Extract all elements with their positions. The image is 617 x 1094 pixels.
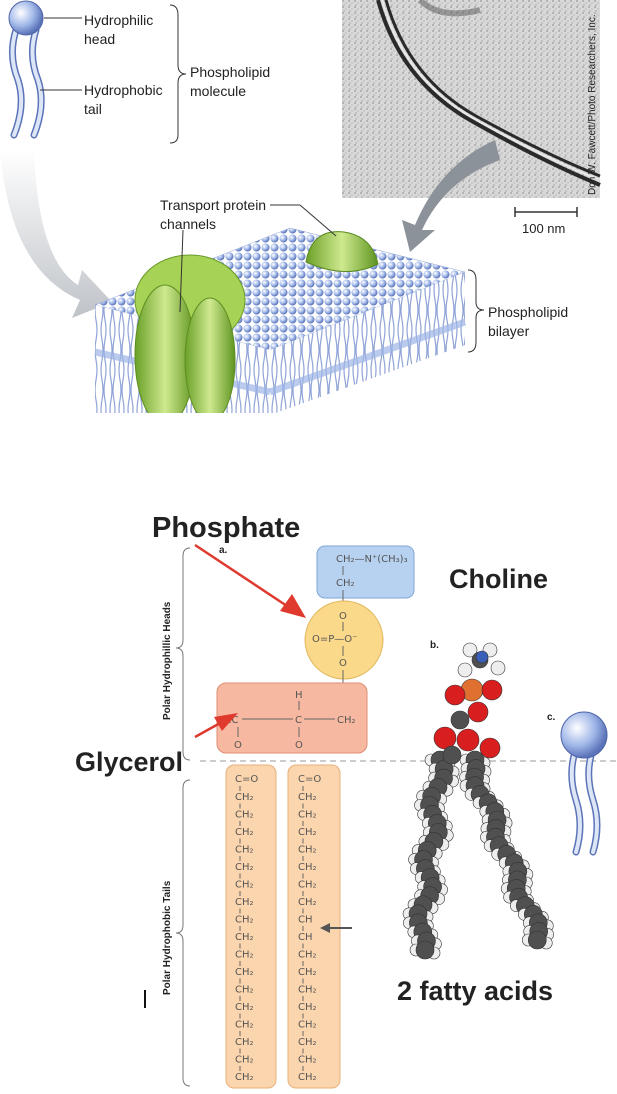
atom-sphere xyxy=(457,662,473,678)
atom-sphere xyxy=(527,930,547,950)
phospholipid-icon xyxy=(8,0,45,139)
methylene-unit: CH₂ xyxy=(235,950,254,961)
molecule-bracket xyxy=(169,4,187,144)
methylene-unit: CH₂ xyxy=(235,932,254,943)
atom-sphere xyxy=(475,650,489,664)
fatty-acids-label: 2 fatty acids xyxy=(397,976,553,1006)
atom-sphere xyxy=(450,710,470,730)
bilayer-bracket xyxy=(467,269,485,353)
membrane-bilayer-illustration xyxy=(94,227,467,426)
heads-bracket xyxy=(175,547,191,761)
methylene-unit: CH₂ xyxy=(298,845,317,856)
methylene-unit: CH₂ xyxy=(235,1020,254,1031)
methylene-unit: CH₂ xyxy=(298,810,317,821)
glycerol-h: H xyxy=(295,690,303,701)
atom-sphere xyxy=(456,728,480,752)
panel-c-label: c. xyxy=(547,712,556,723)
methylene-unit: CH₂ xyxy=(235,810,254,821)
ester-o-right: O xyxy=(295,740,303,751)
methylene-unit: CH₂ xyxy=(298,1037,317,1048)
methylene-unit: CH₂ xyxy=(298,897,317,908)
methylene-unit: CH₂ xyxy=(235,967,254,978)
methylene-unit: CH₂ xyxy=(235,915,254,926)
methylene-unit: CH₂ xyxy=(235,845,254,856)
methylene-unit: CH₂ xyxy=(298,792,317,803)
atom-sphere xyxy=(467,701,489,723)
glycerol-right: CH₂ xyxy=(337,715,356,726)
curved-arrow-right xyxy=(402,140,500,252)
methylene-unit: CH₂ xyxy=(298,827,317,838)
glycerol-label: Glycerol xyxy=(75,747,183,777)
phosphate-mid: O=P—O⁻ xyxy=(312,634,357,645)
atom-sphere xyxy=(490,660,506,676)
choline-formula-1: CH₂—N⁺(CH₃)₃ xyxy=(336,554,408,565)
methylene-unit: CH₂ xyxy=(235,1072,254,1083)
curved-arrow-left xyxy=(0,150,112,318)
carbonyl-group: C=O xyxy=(298,774,321,785)
space-filling-model xyxy=(402,642,555,960)
photo-credit: Don W. Fawcett/Photo Researchers, Inc. xyxy=(587,14,598,195)
phospholipid-c-icon xyxy=(560,711,608,856)
double-bond-carbon: CH xyxy=(298,932,313,943)
methylene-unit: CH₂ xyxy=(235,1037,254,1048)
fatty-acid-chain-right: C=O CH₂ CH₂ CH₂ CH₂ CH₂ CH₂ CH₂ CH CH CH₂ CH₂ CH₂ CH₂… xyxy=(298,774,321,1083)
methylene-unit: CH₂ xyxy=(235,985,254,996)
atom-sphere xyxy=(481,679,503,701)
phosphate-o-top: O xyxy=(339,611,347,622)
methylene-unit: CH₂ xyxy=(298,967,317,978)
ester-o-left: O xyxy=(234,740,242,751)
methylene-unit: CH₂ xyxy=(298,1055,317,1066)
panel-b-label: b. xyxy=(430,640,439,651)
channel-leader-dome xyxy=(299,204,337,237)
atom-sphere xyxy=(433,726,457,750)
methylene-unit: CH₂ xyxy=(298,985,317,996)
atom-sphere xyxy=(442,745,462,765)
choline-label: Choline xyxy=(449,564,548,594)
tail-box-left xyxy=(225,764,277,1089)
phosphate-circle xyxy=(304,600,384,680)
methylene-unit: CH₂ xyxy=(235,862,254,873)
atom-sphere xyxy=(444,684,466,706)
atom-sphere xyxy=(462,642,478,658)
polar-heads-label: Polar Hydrophillic Heads xyxy=(162,601,173,720)
methylene-unit: CH₂ xyxy=(298,1072,317,1083)
atom-sphere xyxy=(479,737,501,759)
methylene-unit: CH₂ xyxy=(298,1020,317,1031)
phosphate-label: Phosphate xyxy=(152,512,300,544)
fatty-acid-chain-left: C=O CH₂ CH₂ CH₂ CH₂ CH₂ CH₂ CH₂ CH₂ CH₂ CH₂ CH₂ CH₂ C… xyxy=(235,774,258,1083)
methylene-unit: CH₂ xyxy=(235,1002,254,1013)
tails-bracket xyxy=(175,779,191,1087)
methylene-unit: CH₂ xyxy=(235,897,254,908)
scale-bar-label: 100 nm xyxy=(522,221,565,236)
phosphate-o-bottom: O xyxy=(339,658,347,669)
methylene-unit: CH₂ xyxy=(298,950,317,961)
methylene-unit: CH₂ xyxy=(235,792,254,803)
methylene-unit: CH₂ xyxy=(235,827,254,838)
carbonyl-group: C=O xyxy=(235,774,258,785)
methylene-unit: CH₂ xyxy=(298,862,317,873)
glycerol-center: C xyxy=(295,715,302,726)
methylene-unit: CH₂ xyxy=(298,1002,317,1013)
methylene-unit: CH₂ xyxy=(235,880,254,891)
panel-a-label: a. xyxy=(219,545,228,556)
tail-box-right xyxy=(287,764,341,1089)
methylene-unit: CH₂ xyxy=(298,880,317,891)
phosphate-arrow xyxy=(194,543,291,610)
glycerol-arrow xyxy=(194,720,223,739)
double-bond-carbon: CH xyxy=(298,915,313,926)
polar-tails-label: Polar Hydrophobic Tails xyxy=(162,880,173,995)
choline-formula-2: CH₂ xyxy=(336,578,355,589)
choline-box xyxy=(316,545,415,599)
atom-sphere xyxy=(415,940,435,960)
channel-leader-pore xyxy=(179,229,184,313)
methylene-unit: CH₂ xyxy=(235,1055,254,1066)
